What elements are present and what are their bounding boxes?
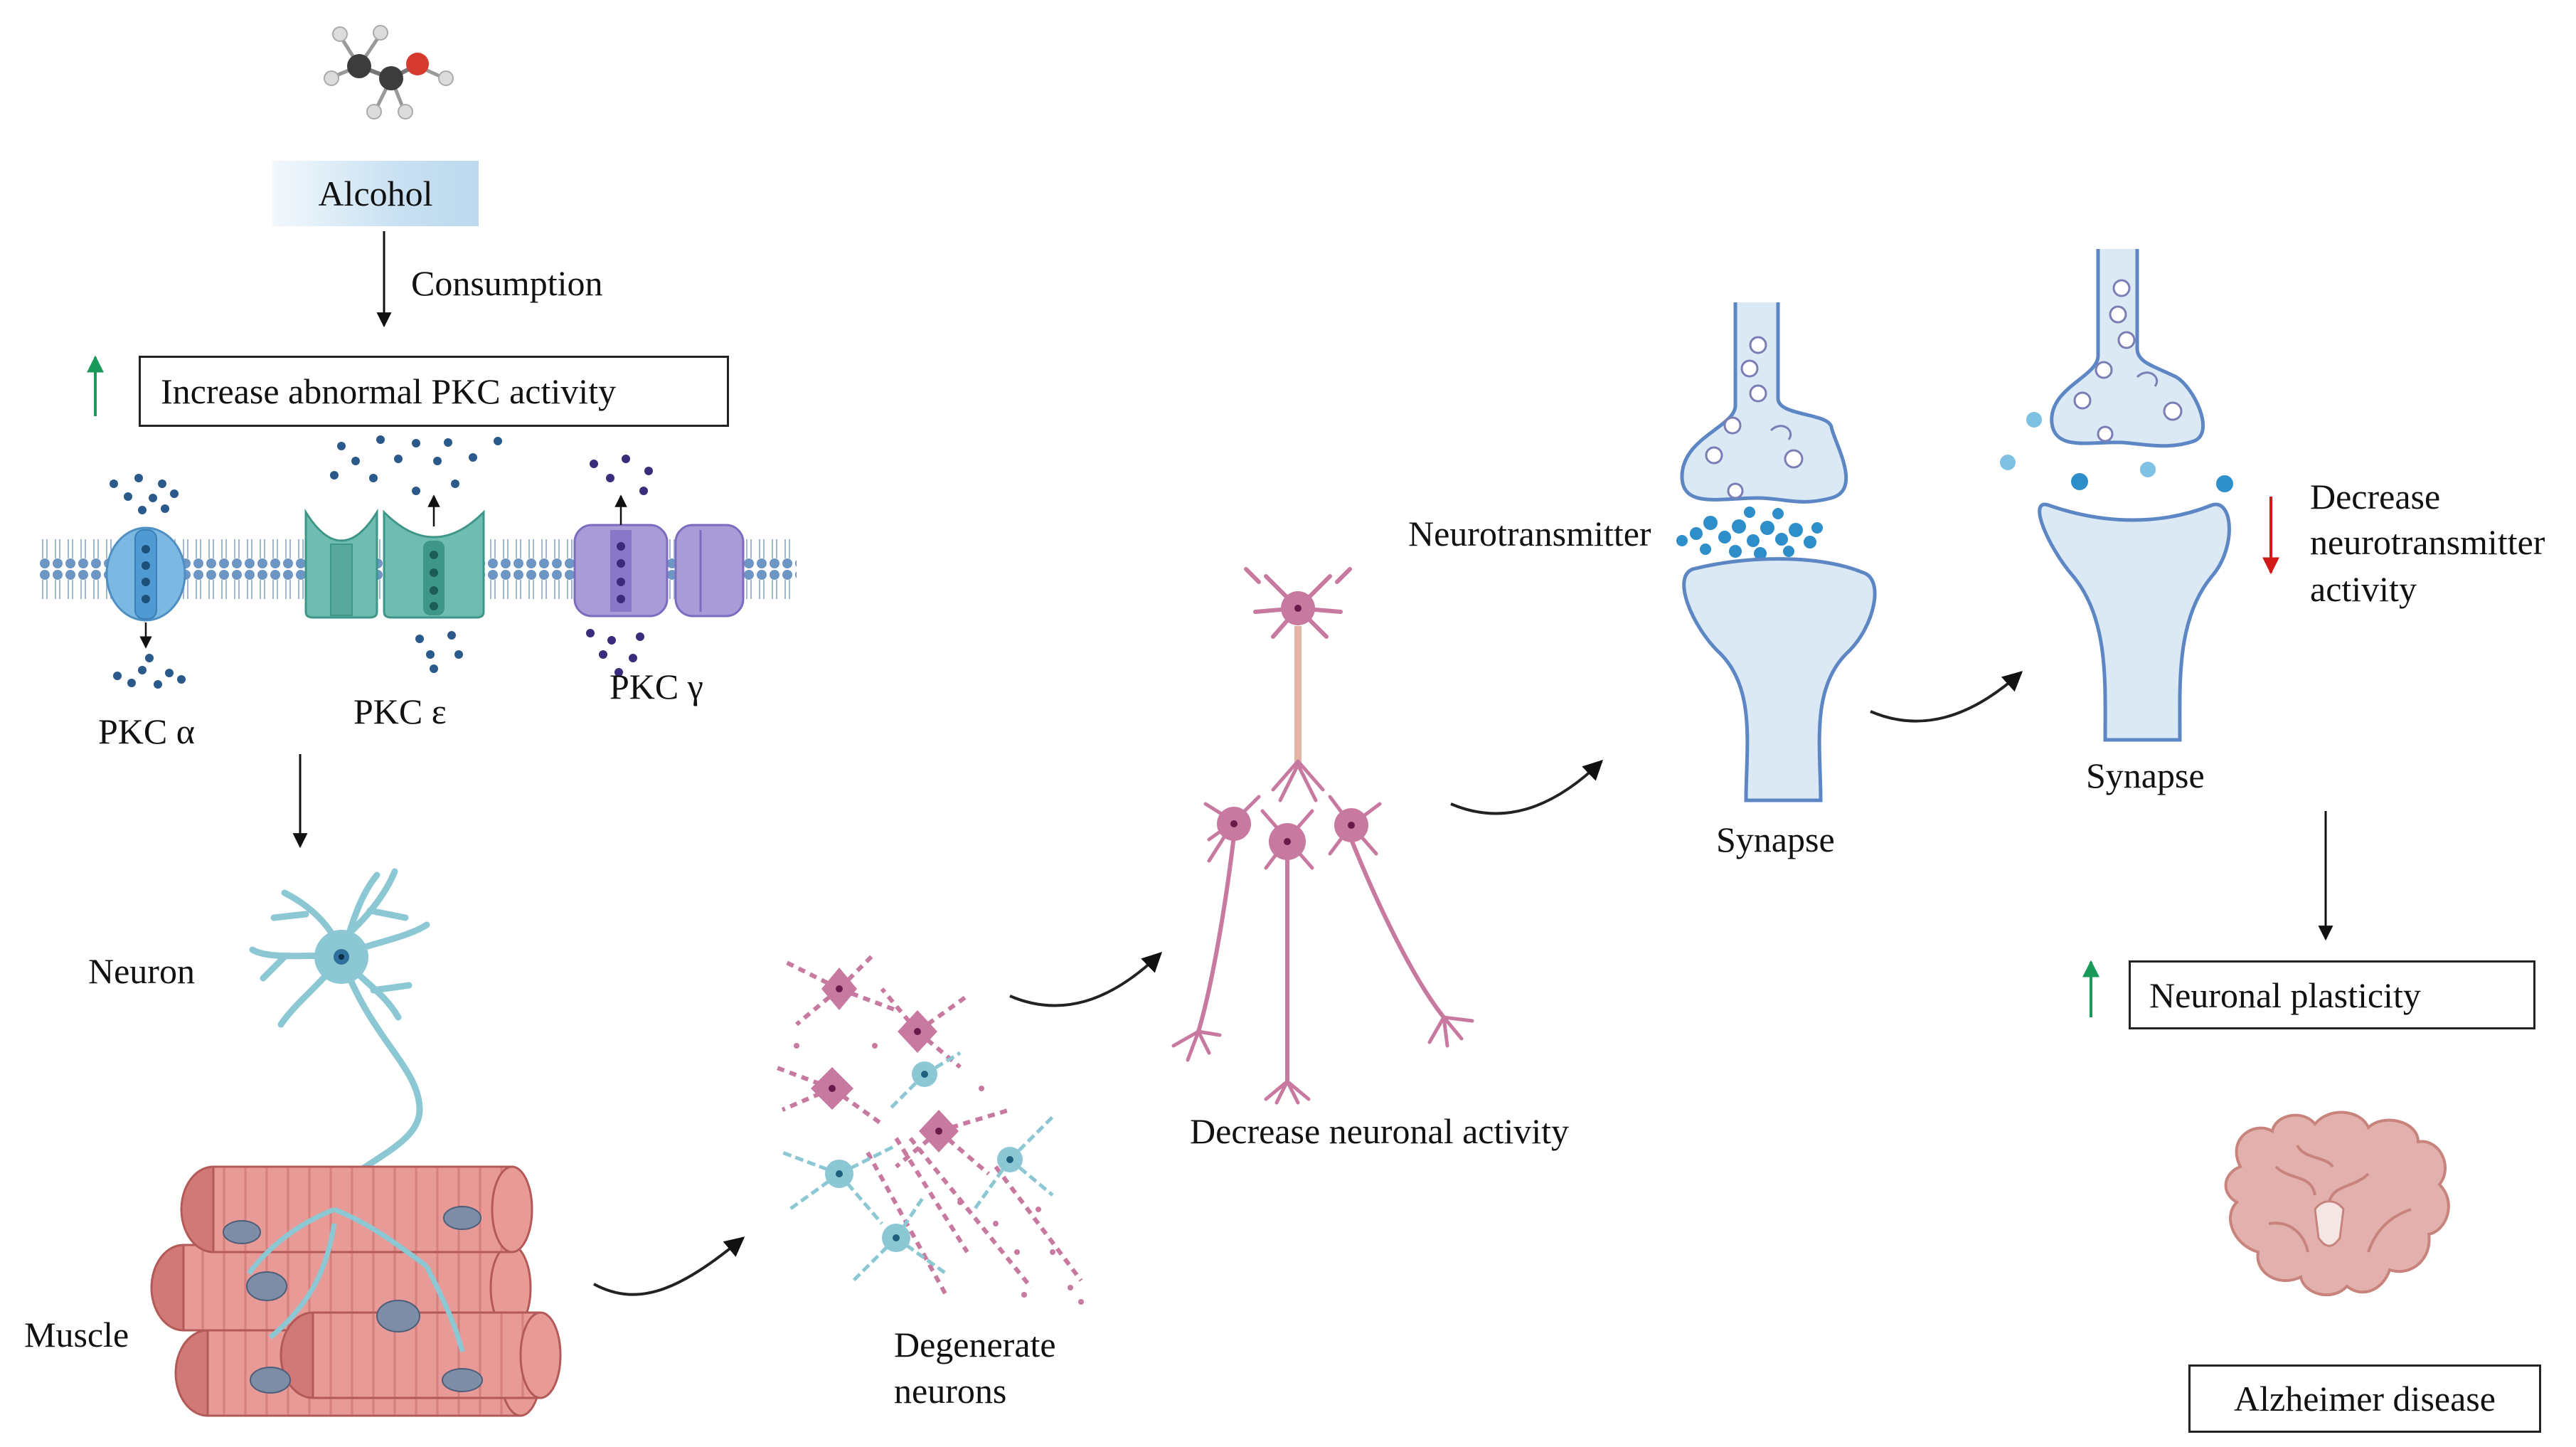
pink-neurons-illustration (1171, 567, 1474, 1105)
decrease-nt-label-line2: neurotransmitter (2310, 522, 2545, 562)
synapse-label-2: Synapse (2086, 756, 2205, 795)
pkc-epsilon-channel (304, 508, 485, 619)
decrease-nt-label-line1: Decrease (2310, 477, 2441, 516)
flow-arrow (1450, 760, 1604, 815)
alzheimer-box: Alzheimer disease (2188, 1364, 2541, 1433)
synapse-label-1: Synapse (1716, 820, 1835, 859)
pkc-gamma-label: PKC γ (610, 667, 703, 706)
muscle-illustration (150, 1165, 562, 1417)
decrease-neuronal-activity-label: Decrease neuronal activity (1190, 1111, 1570, 1151)
neuron-label: Neuron (88, 951, 195, 991)
synapse-normal (1676, 302, 1877, 802)
alzheimer-text: Alzheimer disease (2234, 1379, 2496, 1419)
degenerate-label-line1: Degenerate (894, 1325, 1056, 1364)
synapse-reduced (2000, 249, 2233, 742)
flow-arrow (1870, 671, 2023, 723)
increase-pkc-text: Increase abnormal PKC activity (161, 371, 617, 411)
ion-dots (586, 455, 653, 677)
ethanol-molecule-icon (324, 25, 454, 120)
degenerate-label-line2: neurons (894, 1371, 1007, 1411)
neuronal-plasticity-text: Neuronal plasticity (2149, 975, 2421, 1015)
increase-pkc-box: Increase abnormal PKC activity (139, 356, 729, 427)
pkc-gamma-channel (573, 524, 745, 618)
degenerate-neurons-illustration (774, 951, 1084, 1305)
flow-arrow (1009, 952, 1163, 1007)
pkc-alpha-channel (105, 526, 186, 622)
decrease-nt-label-line3: activity (2310, 569, 2417, 609)
brain-icon (2224, 1111, 2450, 1297)
muscle-label: Muscle (24, 1315, 129, 1355)
ion-dots (110, 474, 186, 689)
consumption-label: Consumption (411, 263, 603, 303)
pkc-alpha-label: PKC α (98, 711, 195, 751)
flow-arrow (593, 1236, 745, 1296)
alcohol-label: Alcohol (272, 161, 479, 226)
ion-dots (330, 435, 502, 673)
pkc-epsilon-label: PKC ε (353, 691, 447, 731)
neuronal-plasticity-box: Neuronal plasticity (2129, 960, 2535, 1029)
neurotransmitter-label: Neurotransmitter (1408, 514, 1651, 553)
alcohol-text: Alcohol (318, 174, 433, 213)
